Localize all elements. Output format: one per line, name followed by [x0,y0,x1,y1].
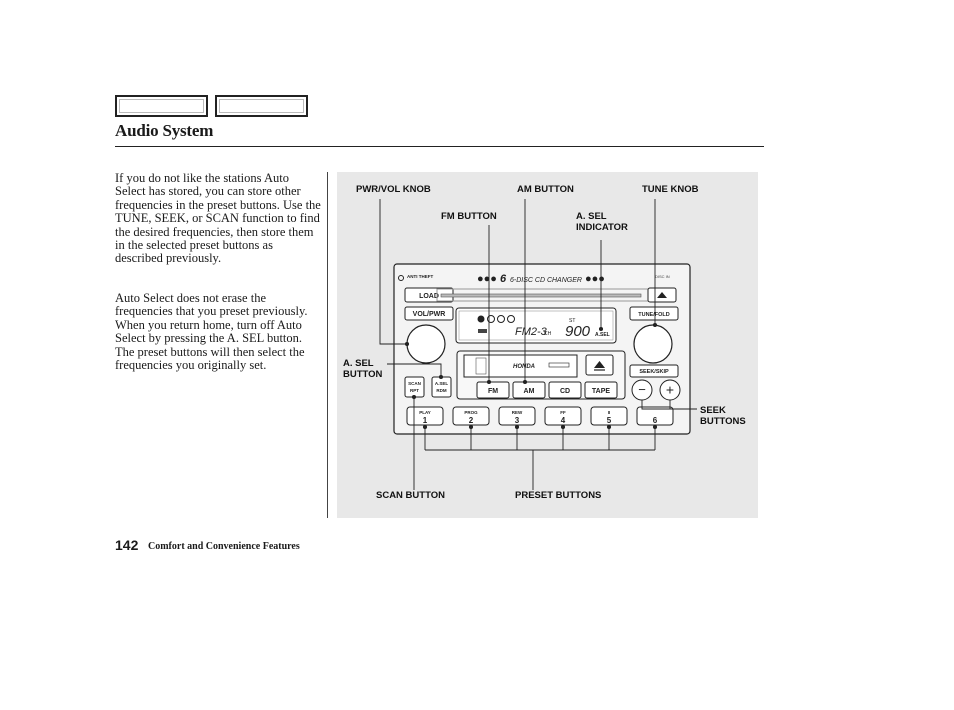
column-divider [327,172,328,518]
callout-fm-button: FM BUTTON [441,211,497,222]
section-footer: Comfort and Convenience Features [148,541,300,552]
preset-number-label: 5 [607,416,612,425]
preset-function-label: FF [560,410,566,415]
band-button-label: TAPE [592,388,610,395]
body-paragraph-1: If you do not like the stations Auto Sel… [115,171,321,266]
changer-label: 6-DISC CD CHANGER [510,277,582,284]
svg-text:●●●: ●●● [585,273,605,285]
header-tab-1 [115,95,208,117]
callout-leaders [379,199,697,490]
preset-number-label: 4 [561,416,566,425]
band-button-label: FM [488,388,498,395]
display-band: FM2-3 [515,326,548,338]
display-st: ST [569,318,575,324]
audio-unit-figure: ANTI THEFT ●●● 6 6-DISC CD CHANGER ●●● D… [337,172,758,518]
svg-text:SCAN: SCAN [408,381,421,386]
preset-number-label: 6 [653,416,658,425]
page-number: 142 [115,537,139,553]
svg-text:RDM: RDM [436,388,446,393]
seek-skip-label-plate [629,364,679,378]
leader-dot [486,379,492,385]
load-label: LOAD [419,293,439,300]
leader-seek [641,400,671,410]
page-title: Audio System [115,121,214,140]
preset-number-label: 2 [469,416,474,425]
eject-icon [657,292,667,298]
minus-icon: − [638,382,646,397]
preset-function-label: PROG [464,410,478,415]
leader-dot [652,322,658,328]
header-rule [115,146,764,147]
leader-dot [404,341,410,347]
callout-scan-button: SCAN BUTTON [376,490,445,501]
leader-pwr-vol [379,199,407,345]
vol-pwr-label: VOL/PWR [413,311,446,318]
leader-dot [598,326,604,332]
audio-unit-diagram: ANTI THEFT ●●● 6 6-DISC CD CHANGER ●●● D… [379,199,697,490]
leader-dot [606,424,612,430]
callout-preset-buttons: PRESET BUTTONS [515,490,602,501]
indicator-led [398,275,404,281]
tune-knob [633,324,673,364]
disc-indicator-1 [477,315,485,323]
callout-a-sel-button: A. SEL BUTTON [343,358,383,380]
tune-label: TUNE/FOLD [638,312,669,318]
plus-icon: + [666,382,674,398]
leader-dot [560,424,566,430]
preset-number-label: 3 [515,416,520,425]
callout-am-button: AM BUTTON [517,184,574,195]
pwr-vol-knob [406,324,446,364]
body-paragraph-2: Auto Select does not erase the frequenci… [115,291,308,373]
preset-number-label: 1 [423,416,428,425]
band-buttons: FM AM CD TAPE [476,381,618,399]
scan-button [404,376,425,398]
band-button-tape [584,381,618,399]
leader-dot [514,424,520,430]
display-frequency: 900 [565,323,591,340]
eject-icon [594,361,605,368]
callout-tune-knob: TUNE KNOB [642,184,699,195]
band-button-label: CD [560,388,570,395]
display-ch: CH [544,331,552,337]
svg-text:A.SEL: A.SEL [435,381,449,386]
svg-text:●●● 6: ●●● 6 [477,273,507,285]
seek-skip-label: SEEK/SKIP [639,369,669,375]
cd-slot [440,293,642,298]
leader-dot [468,424,474,430]
leader-dot [422,424,428,430]
tape-door [463,354,578,378]
svg-text:DISC IN: DISC IN [655,274,670,279]
band-button-fm [476,381,510,399]
leader-dot [652,424,658,430]
leader-dot [411,394,417,400]
tune-label-plate [629,306,679,321]
preset-function-label: PLAY [419,410,431,415]
leader-dot [438,374,444,380]
callout-pwr-vol-knob: PWR/VOL KNOB [356,184,431,195]
brand-label: HONDA [513,364,535,370]
svg-text:RPT: RPT [410,388,419,393]
svg-text:ANTI THEFT: ANTI THEFT [407,274,433,279]
leader-a-sel-button [387,363,442,377]
callout-seek-buttons: SEEK BUTTONS [700,405,746,427]
header-tab-2 [215,95,308,117]
preset-function-label: REW [512,410,523,415]
display-window [455,307,617,344]
leader-dot [522,379,528,385]
callout-a-sel-indicator: A. SEL INDICATOR [576,211,628,233]
preset-function-label: II [608,410,611,415]
band-button-label: AM [524,388,535,395]
band-button-cd [548,381,582,399]
a-sel-indicator: A.SEL [595,332,610,338]
vol-pwr-label-plate [404,306,454,321]
a-sel-button [431,376,452,398]
band-button-am [512,381,546,399]
